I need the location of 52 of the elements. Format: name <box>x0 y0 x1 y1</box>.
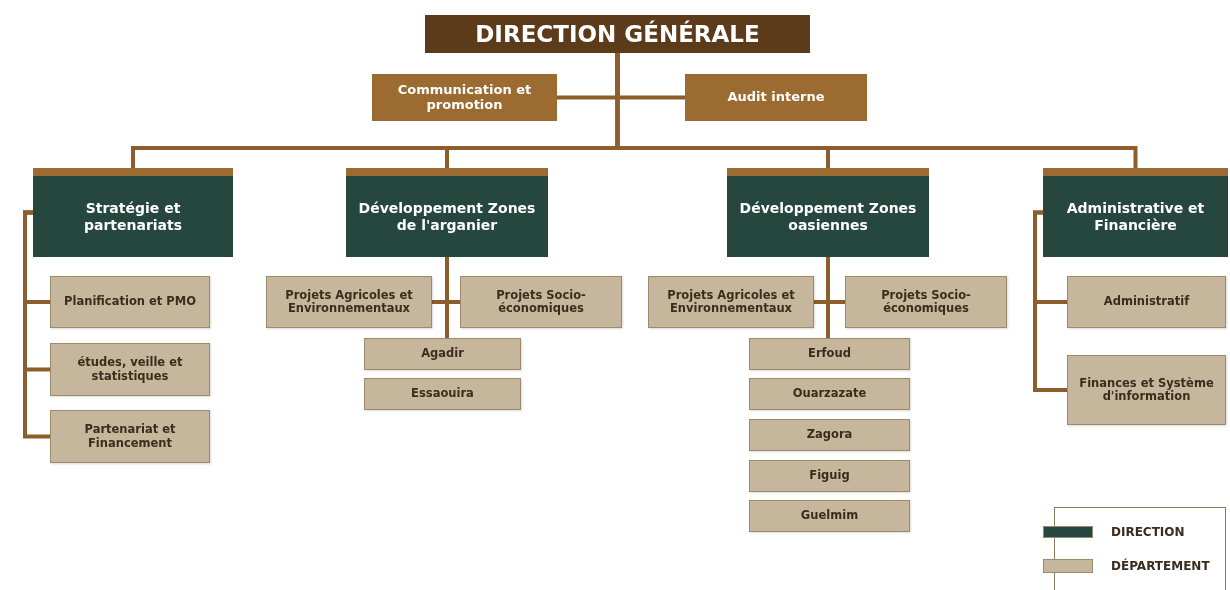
direction-box <box>346 168 548 257</box>
unit-name: Essaouira <box>411 387 474 401</box>
unit-name: Zagora <box>806 428 853 442</box>
unit-name: études, veille et statistiques <box>76 356 184 383</box>
department-box <box>460 276 622 328</box>
staff-unit-box <box>685 74 867 121</box>
unit-name: Guelmim <box>800 509 859 523</box>
unit-name: Finances et Système d'information <box>1078 376 1215 404</box>
connector-line <box>445 257 449 338</box>
unit-name: DIRECTION GÉNÉRALE <box>475 20 760 48</box>
connector-line <box>826 257 830 338</box>
unit-name: Projets Socio-économiques <box>495 288 587 316</box>
unit-name: Projets Agricoles et Environnementaux <box>284 288 414 316</box>
staff-unit-box <box>372 74 557 121</box>
department-box <box>749 338 910 370</box>
department-box <box>364 378 521 410</box>
department-box <box>50 343 210 396</box>
connector-line <box>23 210 50 439</box>
unit-name: Projets Agricoles et Environnementaux <box>666 288 796 316</box>
unit-name: Administrative et Financière <box>1065 200 1206 233</box>
department-box <box>749 460 910 492</box>
legend-label: DÉPARTEMENT <box>1111 559 1210 573</box>
unit-name: Communication et promotion <box>396 82 533 113</box>
department-box <box>648 276 814 328</box>
unit-name: Erfoud <box>808 347 851 361</box>
department-box <box>845 276 1007 328</box>
unit-name: Audit interne <box>727 90 825 105</box>
head-office-box <box>425 15 810 53</box>
department-box <box>749 378 910 410</box>
direction-box <box>1043 168 1228 257</box>
department-box <box>50 410 210 463</box>
direction-box <box>33 168 233 257</box>
department-box <box>1067 355 1226 425</box>
department-box <box>1067 276 1226 328</box>
unit-name: Ouarzazate <box>792 387 867 401</box>
legend-label: DIRECTION <box>1111 525 1185 539</box>
department-box <box>749 500 910 532</box>
direction-box <box>727 168 929 257</box>
unit-name: Figuig <box>809 469 850 483</box>
department-box <box>50 276 210 328</box>
unit-name: Administratif <box>1103 295 1190 309</box>
unit-name: Développement Zones oasiennes <box>738 200 918 233</box>
unit-name: Stratégie et partenariats <box>82 200 184 233</box>
unit-name: Développement Zones de l'arganier <box>357 200 537 233</box>
unit-name: Partenariat et Financement <box>83 423 177 450</box>
department-box <box>266 276 432 328</box>
unit-name: Planification et PMO <box>64 295 196 309</box>
department-box <box>749 419 910 451</box>
unit-name: Agadir <box>421 347 464 361</box>
unit-name: Projets Socio-économiques <box>880 288 972 316</box>
department-box <box>364 338 521 370</box>
connector-line <box>1033 210 1067 392</box>
